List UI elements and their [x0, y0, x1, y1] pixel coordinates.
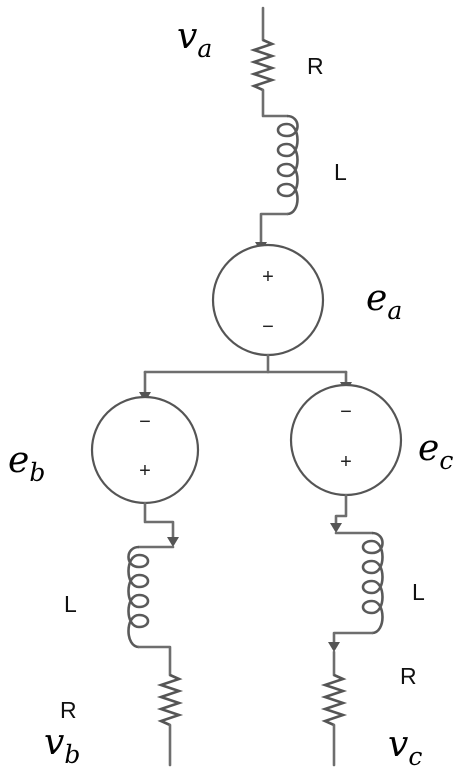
phase-a-branch: + − — [211, 6, 325, 357]
svg-text:eb: eb — [8, 440, 45, 487]
label-r-phase-c: R — [400, 663, 417, 689]
phase-b-branch: − + — [90, 395, 200, 767]
label-eb: eb — [8, 440, 45, 487]
svg-text:va: va — [177, 16, 212, 63]
phase-a-wire-r-to-l — [261, 88, 289, 118]
phase-c-current-arrow — [330, 523, 342, 533]
label-l-phase-a: L — [334, 159, 347, 185]
source-ec-plus: + — [340, 451, 352, 473]
source-eb-minus: − — [139, 411, 151, 433]
label-r-phase-a: R — [307, 53, 324, 79]
label-l-phase-b: L — [64, 591, 77, 617]
label-r-phase-b: R — [60, 697, 77, 723]
phase-a-wire-l-to-source — [259, 212, 289, 244]
resistor-phase-c — [320, 673, 348, 727]
phase-b-wire-l-to-r — [137, 645, 172, 677]
phase-c-down-arrow — [328, 642, 340, 652]
source-ea-minus: − — [262, 316, 274, 338]
source-eb-plus: + — [139, 460, 151, 482]
phase-c-branch: − + — [289, 383, 403, 767]
label-vc: vc — [388, 724, 422, 771]
label-vb: vb — [44, 722, 80, 769]
svg-text:vc: vc — [388, 724, 422, 771]
phase-b-wire-source-to-l — [143, 501, 175, 540]
phase-b-current-arrow — [167, 537, 179, 547]
label-l-phase-c: L — [412, 579, 425, 605]
inductor-phase-a — [276, 114, 299, 216]
label-va: va — [177, 16, 212, 63]
source-ea — [211, 243, 325, 357]
svg-text:ec: ec — [418, 428, 453, 475]
resistor-phase-b — [156, 673, 184, 727]
source-ea-plus: + — [262, 266, 274, 288]
label-ec: ec — [418, 428, 453, 475]
inductor-phase-b — [127, 545, 150, 649]
source-ec-minus: − — [340, 401, 352, 423]
svg-text:ea: ea — [366, 278, 402, 325]
resistor-phase-a — [249, 38, 277, 92]
label-ea: ea — [366, 278, 402, 325]
svg-text:vb: vb — [44, 722, 80, 769]
phase-c-wire-l-to-r — [332, 631, 374, 645]
phase-c-wire-source-to-l — [334, 493, 348, 526]
inductor-phase-c — [361, 531, 384, 635]
